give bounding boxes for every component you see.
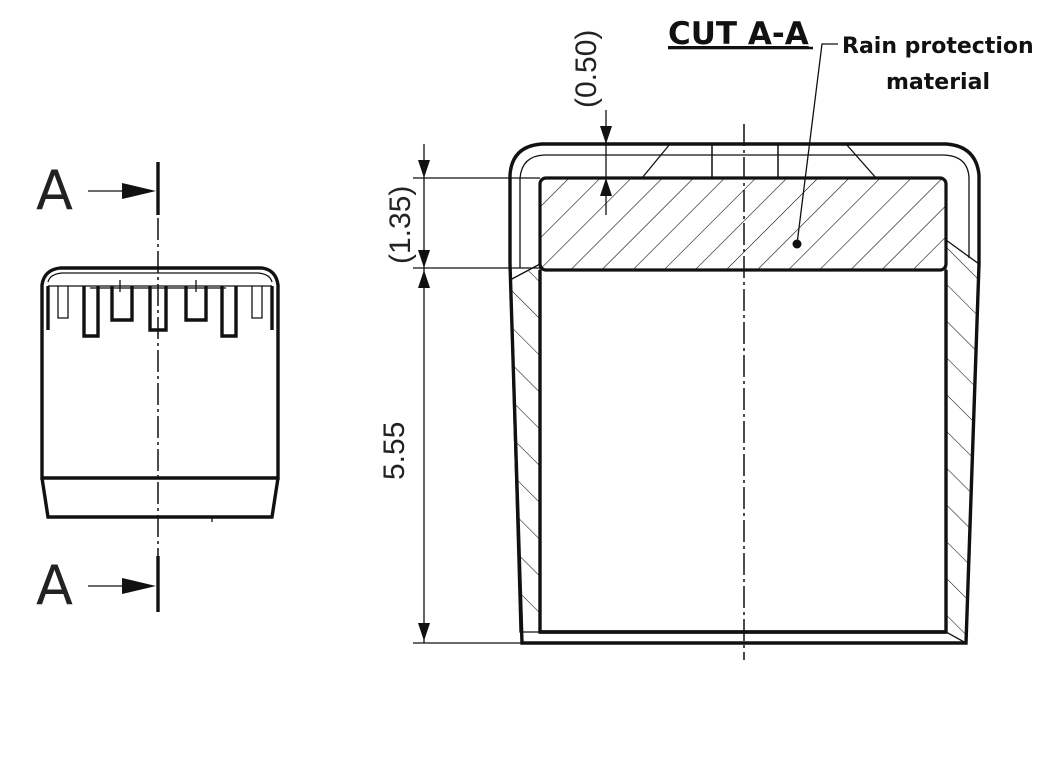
top-vent <box>640 143 878 179</box>
rain-protection-insert <box>538 176 948 272</box>
cap-teeth <box>46 280 274 338</box>
callout-line-1: Rain protection <box>842 34 1034 59</box>
dim-top-gap: (0.50) <box>570 30 603 108</box>
section-arrow-top <box>122 183 156 199</box>
section-letter-bottom: A <box>36 554 73 617</box>
inner-cavity-outline <box>538 270 948 634</box>
dim-insert-thickness: (1.35) <box>384 186 417 264</box>
cap-bottom-band <box>40 477 280 519</box>
section-title: CUT A-A <box>668 16 809 52</box>
callout-line-2: material <box>886 70 990 95</box>
section-view: CUT A-A Rain protection material <box>378 16 1034 660</box>
section-letter-top: A <box>36 159 73 222</box>
cap-body-outline <box>40 330 280 480</box>
dim-body-height: 5.55 <box>378 422 411 480</box>
section-arrow-bottom <box>122 578 156 594</box>
cap-crown <box>40 266 280 330</box>
shell-outer-outline <box>508 142 981 645</box>
left-wall-section <box>509 262 541 633</box>
exterior-view: A A <box>36 159 280 617</box>
